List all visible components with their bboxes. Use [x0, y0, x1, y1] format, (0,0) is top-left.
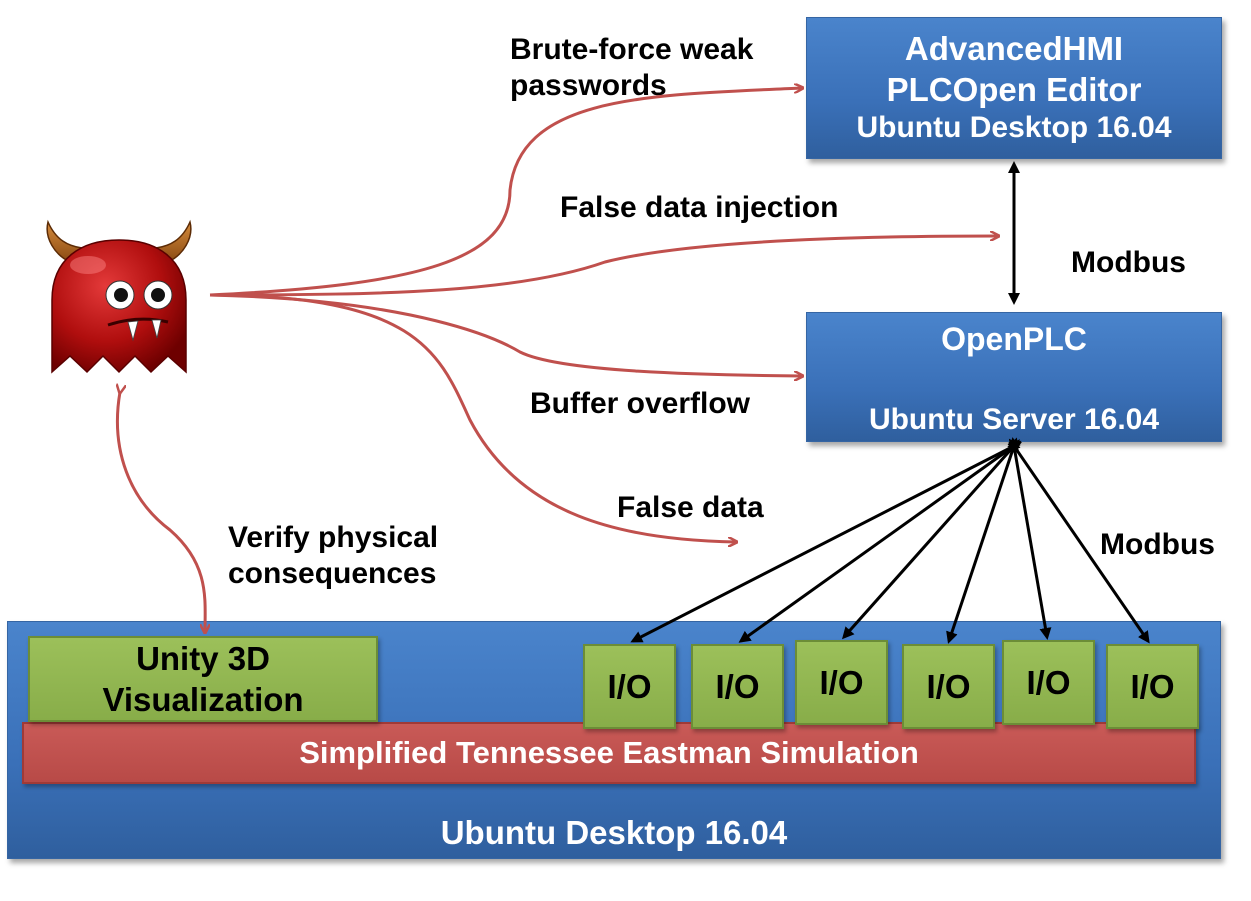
io-module: I/O	[583, 644, 676, 729]
arrow-modbus-io	[1008, 437, 1052, 640]
label-modbus-upper: Modbus	[1071, 246, 1186, 279]
io-module: I/O	[1106, 644, 1199, 729]
hmi-box: AdvancedHMI PLCOpen Editor Ubuntu Deskto…	[806, 17, 1222, 159]
hmi-line1: AdvancedHMI	[904, 30, 1124, 68]
io-module-label: I/O	[715, 667, 760, 705]
label-brute-force: Brute-force weak passwords	[510, 33, 754, 102]
arrow-false-data-injection	[209, 236, 998, 297]
io-module: I/O	[1002, 640, 1095, 725]
plc-title: OpenPLC	[941, 321, 1087, 357]
io-module-label: I/O	[1026, 663, 1071, 701]
arrow-modbus-io	[630, 441, 1023, 643]
unity-line2: Visualization	[102, 681, 304, 718]
plc-os: Ubuntu Server 16.04	[868, 403, 1160, 436]
modbus-arrows	[630, 161, 1150, 644]
label-verify: Verify physical consequences	[228, 521, 439, 590]
simulation-label: Simplified Tennessee Eastman Simulation	[299, 735, 919, 770]
openplc-box: OpenPLC Ubuntu Server 16.04	[806, 312, 1222, 442]
label-buffer-overflow: Buffer overflow	[530, 387, 751, 420]
io-module-label: I/O	[819, 663, 864, 701]
hmi-line3: Ubuntu Desktop 16.04	[856, 110, 1172, 144]
io-module: I/O	[902, 644, 995, 729]
label-false-data-injection: False data injection	[560, 191, 839, 224]
hmi-line2: PLCOpen Editor	[886, 70, 1142, 108]
arrow-modbus-io	[946, 437, 1019, 644]
unity-line1: Unity 3D	[136, 639, 270, 677]
io-module: I/O	[691, 644, 784, 729]
arrow-verify	[117, 392, 205, 632]
arrow-buffer-overflow	[209, 293, 802, 376]
arrow-modbus-io	[1008, 438, 1150, 644]
arrow-modbus-io	[738, 440, 1022, 643]
io-module-label: I/O	[1130, 667, 1175, 705]
io-module-label: I/O	[926, 667, 971, 705]
arrow-modbus-io	[842, 439, 1020, 640]
unity-visualization-box: Unity 3D Visualization	[28, 636, 378, 722]
simulation-bar: Simplified Tennessee Eastman Simulation	[22, 722, 1196, 784]
red-devil-icon	[46, 219, 192, 374]
host-os-label: Ubuntu Desktop 16.04	[440, 814, 788, 851]
io-module-label: I/O	[607, 667, 652, 705]
io-module: I/O	[795, 640, 888, 725]
arrow-brute-force	[209, 88, 802, 297]
